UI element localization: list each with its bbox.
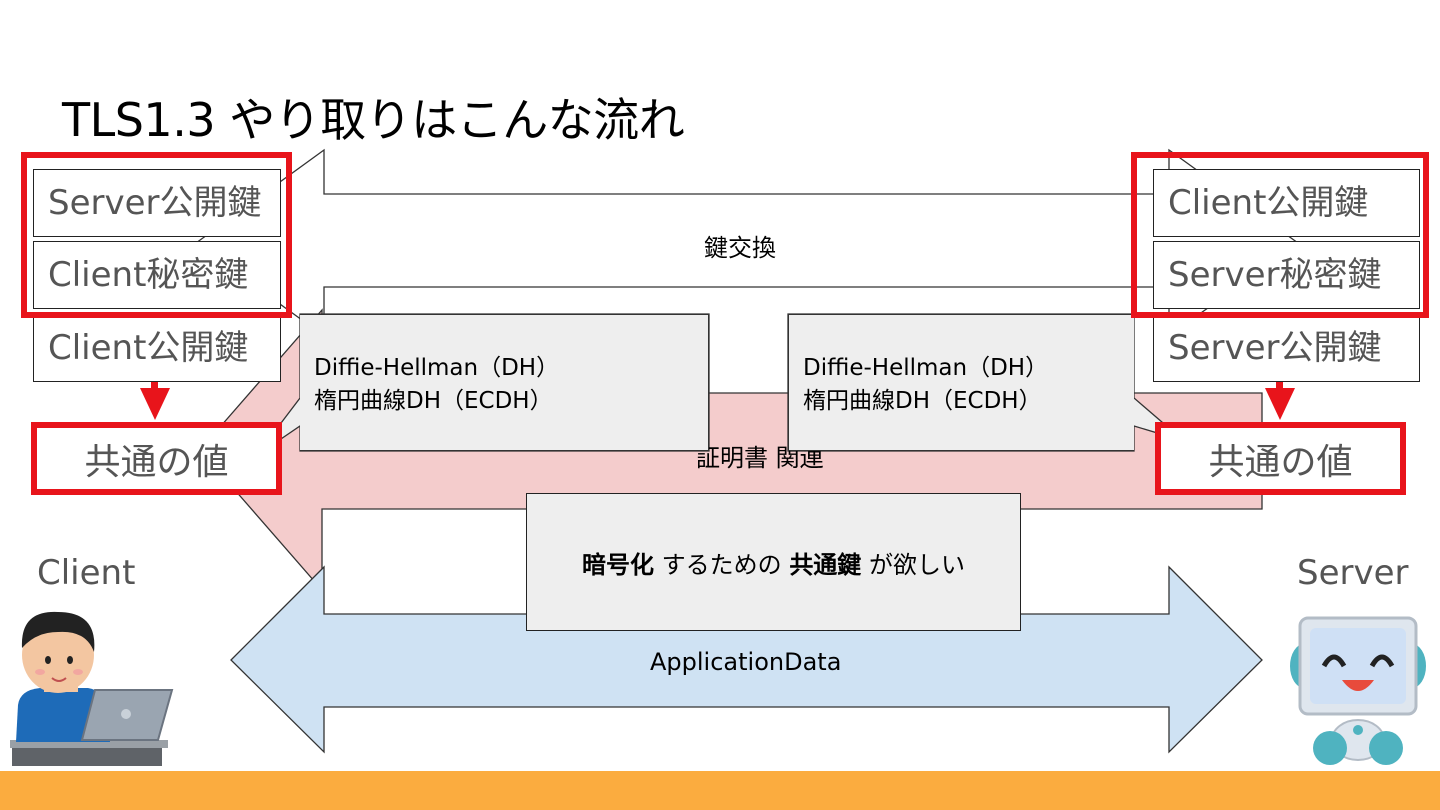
footer-bar (0, 771, 1440, 810)
center-bold-shared-key: 共通鍵 (789, 550, 862, 579)
callout-right-line2: 楕円曲線DH（ECDH） (803, 388, 1042, 414)
center-bold-encrypt: 暗号化 (582, 550, 655, 579)
dh-callout-left: Diffie-Hellman（DH） 楕円曲線DH（ECDH） (300, 314, 709, 451)
left-key-client-public: Client公開鍵 (33, 314, 281, 382)
callout-left-line2: 楕円曲線DH（ECDH） (314, 388, 553, 414)
callout-left-line1: Diffie-Hellman（DH） (314, 355, 560, 381)
application-data-label: ApplicationData (650, 648, 842, 676)
client-person-laptop-icon (10, 611, 174, 766)
dh-callout-right: Diffie-Hellman（DH） 楕円曲線DH（ECDH） (788, 314, 1134, 451)
center-text-1: するための (654, 550, 790, 579)
key-exchange-label: 鍵交換 (704, 234, 776, 262)
shared-key-goal-box: 暗号化 するための 共通鍵 が欲しい (526, 493, 1021, 631)
server-robot-icon (1290, 616, 1426, 765)
right-highlight-frame (1131, 152, 1429, 318)
right-key-server-public: Server公開鍵 (1153, 314, 1420, 382)
left-highlight-frame (21, 152, 292, 318)
page-title: TLS1.3 やり取りはこんな流れ (62, 93, 685, 147)
left-key-server-public: Server公開鍵 (33, 169, 281, 237)
left-shared-value: 共通の値 (31, 422, 282, 495)
right-shared-value: 共通の値 (1155, 422, 1406, 495)
left-key-client-private: Client秘密鍵 (33, 241, 281, 309)
client-label: Client (37, 553, 136, 593)
center-text-2: が欲しい (861, 550, 965, 579)
application-data-arrow (230, 565, 1263, 754)
right-key-client-public: Client公開鍵 (1153, 169, 1420, 237)
server-label: Server (1297, 553, 1409, 593)
right-key-server-private: Server秘密鍵 (1153, 241, 1420, 309)
callout-right-line1: Diffie-Hellman（DH） (803, 355, 1049, 381)
